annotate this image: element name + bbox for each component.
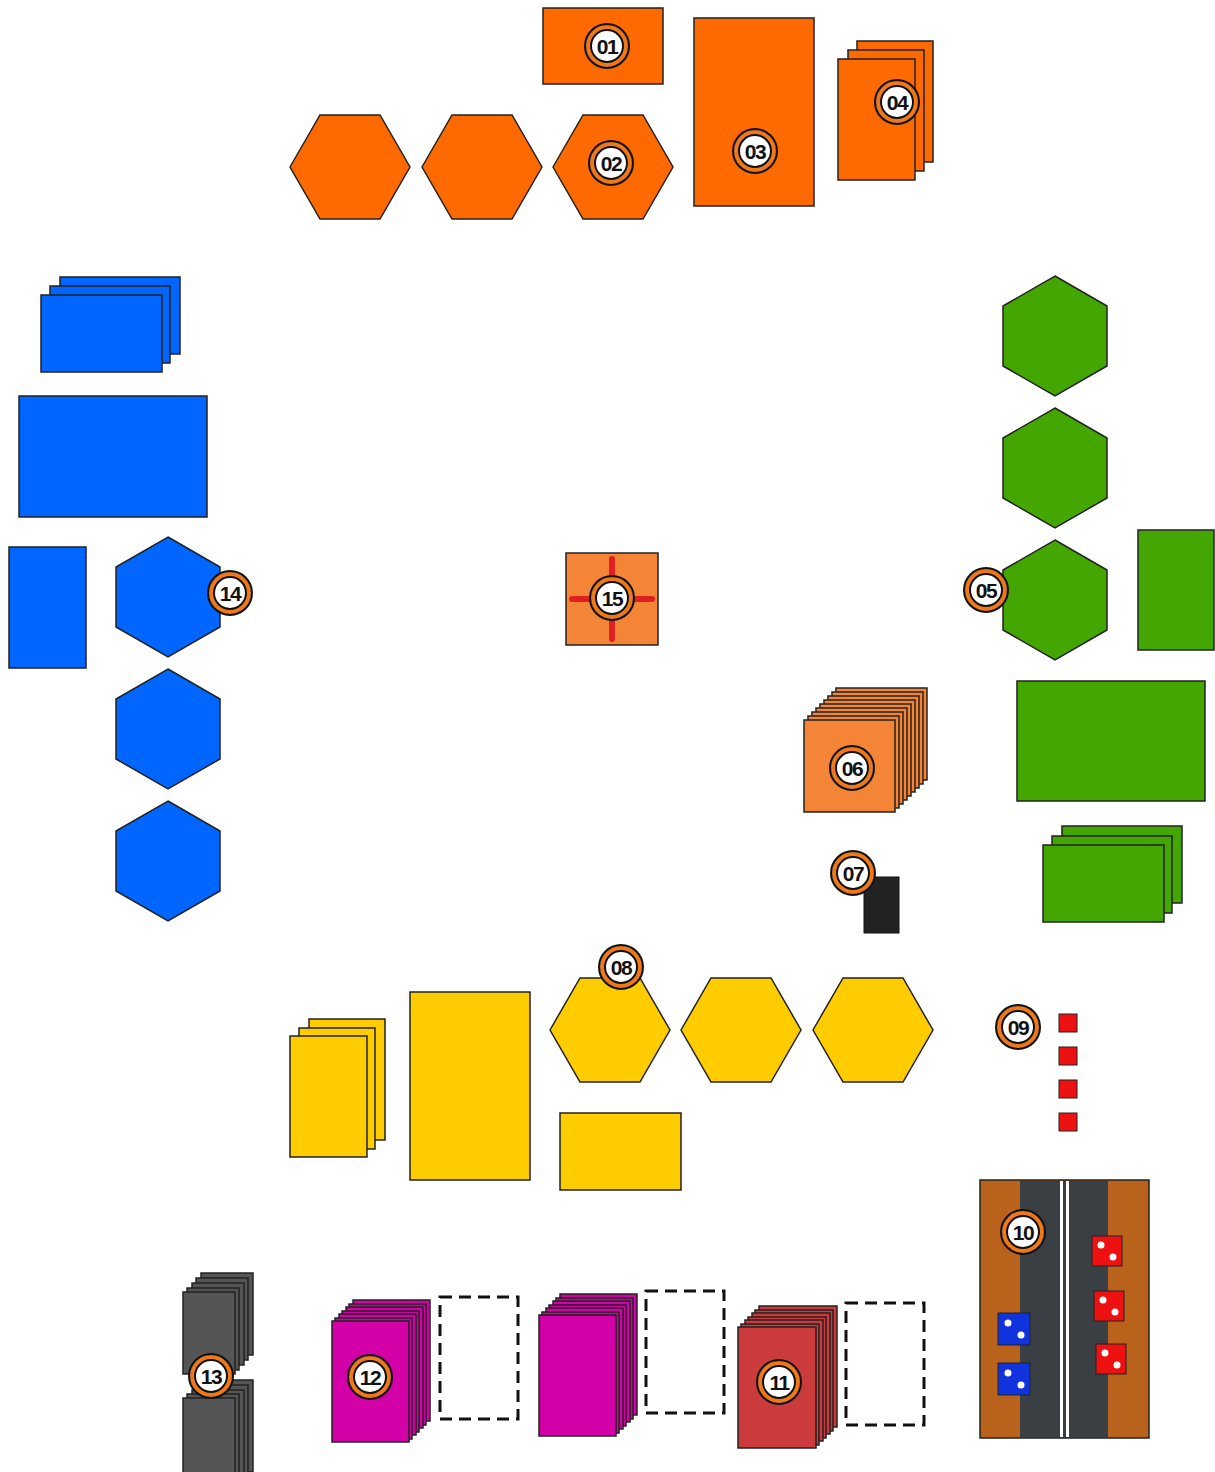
yellow-hex bbox=[550, 978, 670, 1082]
callout-number: 04 bbox=[874, 79, 920, 125]
card bbox=[183, 1398, 235, 1472]
card bbox=[539, 1315, 616, 1436]
grey-decks bbox=[183, 1273, 253, 1472]
blue-board bbox=[19, 396, 207, 517]
yellow-hex bbox=[813, 978, 933, 1082]
yellow-hex bbox=[681, 978, 801, 1082]
dice bbox=[998, 1236, 1126, 1395]
dashed-space bbox=[440, 1297, 518, 1419]
blue-card-stack bbox=[41, 295, 162, 372]
tile bbox=[804, 720, 895, 812]
red-die bbox=[1092, 1236, 1122, 1266]
callout-number: 13 bbox=[188, 1353, 234, 1399]
pip bbox=[1100, 1297, 1107, 1304]
start-tile bbox=[566, 553, 658, 645]
blue-hex bbox=[116, 669, 220, 789]
green-board bbox=[1017, 681, 1205, 801]
pip bbox=[1114, 1362, 1121, 1369]
die-pips bbox=[1005, 1242, 1121, 1389]
blue-hex bbox=[116, 801, 220, 921]
green-card-stack bbox=[1043, 845, 1164, 922]
card bbox=[738, 1327, 816, 1448]
orange-hex bbox=[422, 115, 542, 219]
race-board bbox=[980, 1180, 1149, 1438]
pip bbox=[1005, 1370, 1012, 1377]
pip bbox=[1005, 1320, 1012, 1327]
orange-card bbox=[543, 8, 663, 84]
pip bbox=[1112, 1309, 1119, 1316]
pip bbox=[1110, 1254, 1117, 1261]
orange-hex bbox=[553, 115, 673, 219]
callout-number: 08 bbox=[598, 944, 644, 990]
magenta-deck bbox=[539, 1294, 637, 1436]
green-hex bbox=[1003, 540, 1107, 660]
red-deck bbox=[738, 1306, 837, 1448]
green-player-area bbox=[1003, 276, 1214, 922]
pip bbox=[1102, 1350, 1109, 1357]
tile bbox=[566, 553, 658, 645]
dashed-space bbox=[646, 1291, 724, 1413]
callout-number: 03 bbox=[732, 128, 778, 174]
blue-card bbox=[9, 547, 86, 668]
pip bbox=[1098, 1242, 1105, 1249]
callout-number: 11 bbox=[756, 1359, 802, 1405]
callout-number: 15 bbox=[589, 575, 635, 621]
blue-die bbox=[998, 1313, 1030, 1345]
blue-die bbox=[998, 1363, 1030, 1395]
callout-number: 05 bbox=[963, 567, 1009, 613]
pip bbox=[1018, 1382, 1025, 1389]
yellow-board bbox=[410, 992, 530, 1180]
callout-number: 09 bbox=[995, 1004, 1041, 1050]
green-card bbox=[1138, 530, 1214, 650]
road-line bbox=[1066, 1181, 1069, 1437]
callout-number: 06 bbox=[829, 745, 875, 791]
card bbox=[332, 1321, 409, 1442]
callout-number: 02 bbox=[588, 140, 634, 186]
blue-hex bbox=[116, 537, 220, 657]
magenta-deck bbox=[332, 1300, 430, 1442]
dashed-space bbox=[846, 1303, 924, 1425]
yellow-card bbox=[560, 1113, 681, 1190]
callout-number: 10 bbox=[1000, 1209, 1046, 1255]
yellow-card-stack bbox=[290, 1036, 367, 1157]
callout-number: 14 bbox=[207, 570, 253, 616]
orange-player-area bbox=[290, 8, 933, 219]
green-hex bbox=[1003, 276, 1107, 396]
red-die bbox=[1094, 1291, 1124, 1321]
discard-spaces bbox=[440, 1291, 924, 1425]
cube bbox=[1059, 1113, 1077, 1131]
orange-hex bbox=[290, 115, 410, 219]
cube bbox=[1059, 1047, 1077, 1065]
green-hex bbox=[1003, 408, 1107, 528]
red-cubes bbox=[1059, 1014, 1077, 1131]
yellow-player-area bbox=[290, 978, 933, 1190]
board-frame bbox=[980, 1180, 1149, 1438]
red-die bbox=[1096, 1344, 1126, 1374]
tile-stack bbox=[804, 688, 927, 812]
cube bbox=[1059, 1014, 1077, 1032]
orange-board bbox=[694, 18, 814, 206]
callout-number: 01 bbox=[584, 23, 630, 69]
callout-number: 07 bbox=[830, 850, 876, 896]
cube bbox=[1059, 1080, 1077, 1098]
road-line bbox=[1060, 1181, 1063, 1437]
blue-player-area bbox=[9, 277, 220, 921]
callout-number: 12 bbox=[347, 1354, 393, 1400]
pip bbox=[1018, 1332, 1025, 1339]
